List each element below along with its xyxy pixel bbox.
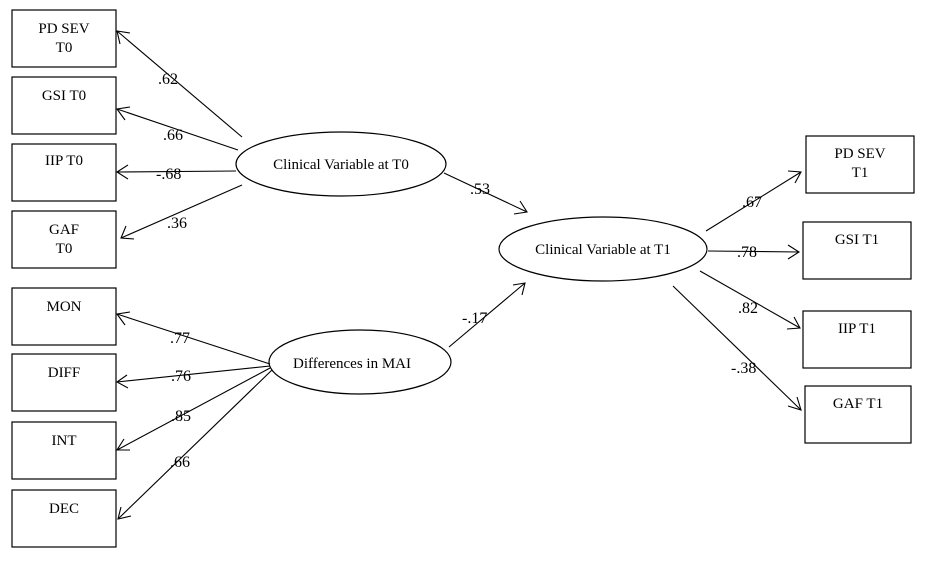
loading-iip-t0: -.68 bbox=[156, 166, 181, 183]
indicator-label: GSI T1 bbox=[835, 232, 879, 248]
path-mai-to-int bbox=[115, 367, 271, 451]
indicator-label: PD SEV bbox=[834, 146, 885, 162]
path-t0-to-gaf-t0 bbox=[120, 184, 243, 240]
path-mai-to-t1 bbox=[448, 282, 526, 348]
path-t0-to-pd-sev-t0 bbox=[116, 30, 243, 138]
path-t0-to-gsi-t0 bbox=[116, 106, 239, 151]
path-mai-to-diff bbox=[115, 365, 271, 389]
indicator-label: PD SEV bbox=[38, 21, 89, 37]
indicator-pd-sev-t0: PD SEV T0 bbox=[11, 9, 117, 68]
indicator-label: MON bbox=[46, 299, 81, 315]
latent-label: Clinical Variable at T0 bbox=[273, 157, 409, 173]
loading-diff: .76 bbox=[171, 368, 191, 385]
indicator-pd-sev-t1: PD SEV T1 bbox=[805, 135, 915, 194]
path-t1-to-gaf-t1 bbox=[672, 285, 802, 411]
path-mai-to-mon bbox=[116, 311, 271, 365]
path-t1-to-iip-t1 bbox=[699, 270, 801, 330]
indicator-int: INT bbox=[11, 421, 117, 480]
indicator-label: GSI T0 bbox=[42, 88, 86, 104]
indicator-label: IIP T0 bbox=[45, 153, 83, 169]
loading-mon: .77 bbox=[170, 330, 190, 347]
loading-gaf-t0: .36 bbox=[167, 215, 187, 232]
path-t1-to-pd-sev-t1 bbox=[705, 170, 802, 232]
loading-gaf-t1: -.38 bbox=[731, 360, 756, 377]
indicator-label: IIP T1 bbox=[838, 321, 876, 337]
path-t1-to-gsi-t1 bbox=[707, 244, 801, 260]
coef-mai-to-t1: -.17 bbox=[462, 310, 487, 327]
path-t0-to-iip-t0 bbox=[115, 164, 237, 180]
loading-dec: .66 bbox=[170, 454, 190, 471]
indicator-gaf-t1: GAF T1 bbox=[804, 385, 912, 444]
indicator-diff: DIFF bbox=[11, 353, 117, 412]
indicator-label: DEC bbox=[49, 501, 79, 517]
loading-pd-sev-t0: .62 bbox=[158, 71, 178, 88]
indicator-iip-t0: IIP T0 bbox=[11, 143, 117, 202]
indicator-iip-t1: IIP T1 bbox=[802, 310, 912, 369]
path-t0-to-t1 bbox=[443, 172, 528, 215]
loading-gsi-t0: .66 bbox=[163, 127, 183, 144]
coef-t0-to-t1: .53 bbox=[470, 181, 490, 198]
latent-differences-mai: Differences in MAI bbox=[268, 329, 452, 395]
loading-gsi-t1: .78 bbox=[737, 244, 757, 261]
indicator-label: GAF T1 bbox=[833, 396, 883, 412]
indicator-gaf-t0: GAF T0 bbox=[11, 210, 117, 269]
latent-label: Clinical Variable at T1 bbox=[535, 242, 671, 258]
path-mai-to-dec bbox=[117, 369, 273, 520]
loading-int: .85 bbox=[171, 408, 191, 425]
indicator-label: DIFF bbox=[48, 365, 81, 381]
indicator-label: INT bbox=[52, 433, 77, 449]
indicator-gsi-t1: GSI T1 bbox=[802, 221, 912, 280]
indicator-label: T0 bbox=[56, 241, 73, 257]
indicator-dec: DEC bbox=[11, 489, 117, 548]
indicator-gsi-t0: GSI T0 bbox=[11, 76, 117, 135]
latent-label: Differences in MAI bbox=[293, 356, 411, 372]
indicator-label: T1 bbox=[852, 165, 869, 181]
indicator-label: T0 bbox=[56, 40, 73, 56]
latent-clinical-t0: Clinical Variable at T0 bbox=[235, 131, 447, 197]
loading-iip-t1: .82 bbox=[738, 300, 758, 317]
indicator-mon: MON bbox=[11, 287, 117, 346]
latent-clinical-t1: Clinical Variable at T1 bbox=[498, 216, 708, 282]
loading-pd-sev-t1: .67 bbox=[742, 194, 762, 211]
indicator-label: GAF bbox=[49, 222, 79, 238]
